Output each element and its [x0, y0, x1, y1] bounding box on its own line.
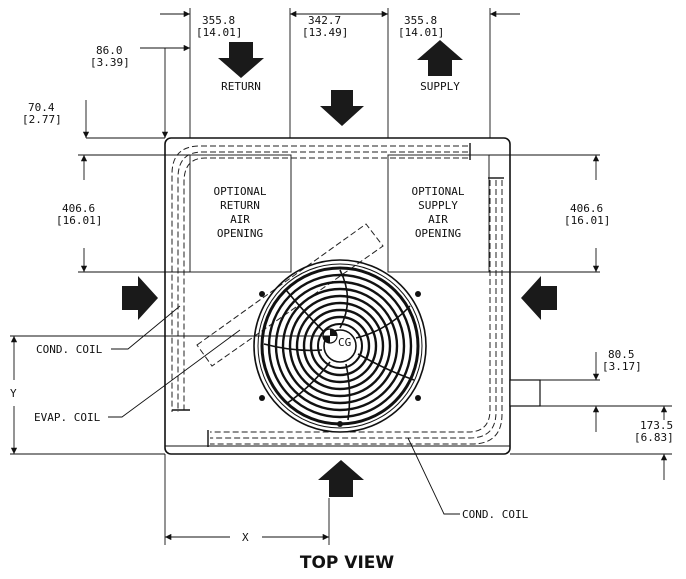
right-arrow: [521, 276, 557, 320]
coil-end-caps: [172, 143, 504, 447]
svg-text:OPENING: OPENING: [217, 227, 263, 240]
leader-lines: [108, 305, 460, 515]
svg-text:173.5: 173.5: [640, 419, 673, 432]
supply-label: SUPPLY: [420, 80, 460, 93]
svg-text:355.8: 355.8: [202, 14, 235, 27]
cond-coil-left-label: COND. COIL: [36, 343, 103, 356]
optional-openings: [189, 154, 490, 273]
dimension-text: 355.8 [14.01] 342.7 [13.49] 355.8 [14.01…: [22, 14, 674, 444]
cond-coil-bottom-label: COND. COIL: [462, 508, 529, 521]
svg-text:OPENING: OPENING: [415, 227, 461, 240]
axis-x-label: X: [242, 531, 249, 544]
return-label: RETURN: [221, 80, 261, 93]
axis-y-label: Y: [10, 387, 17, 400]
svg-text:[6.83]: [6.83]: [634, 431, 674, 444]
bottom-arrow: [318, 460, 364, 497]
svg-text:342.7: 342.7: [308, 14, 341, 27]
svg-text:[16.01]: [16.01]: [564, 214, 610, 227]
view-title: TOP VIEW: [300, 553, 395, 573]
svg-text:AIR: AIR: [428, 213, 448, 226]
return-arrow-top: [218, 42, 264, 78]
evaporator-coil: [196, 223, 384, 367]
svg-text:OPTIONAL: OPTIONAL: [214, 185, 267, 198]
svg-text:SUPPLY: SUPPLY: [418, 199, 458, 212]
svg-text:RETURN: RETURN: [220, 199, 260, 212]
supply-opening-label: OPTIONAL SUPPLY AIR OPENING: [412, 185, 465, 240]
svg-text:OPTIONAL: OPTIONAL: [412, 185, 465, 198]
return-opening-label: OPTIONAL RETURN AIR OPENING: [214, 185, 267, 240]
supply-arrow-top: [417, 40, 463, 76]
svg-text:[16.01]: [16.01]: [56, 214, 102, 227]
svg-text:[14.01]: [14.01]: [398, 26, 444, 39]
svg-text:80.5: 80.5: [608, 348, 635, 361]
center-arrow-top: [320, 90, 364, 126]
svg-text:355.8: 355.8: [404, 14, 437, 27]
condenser-coil: [171, 145, 503, 445]
svg-text:86.0: 86.0: [96, 44, 123, 57]
svg-text:[14.01]: [14.01]: [196, 26, 242, 39]
unit-cabinet: [164, 137, 511, 455]
svg-text:406.6: 406.6: [62, 202, 95, 215]
svg-text:[3.17]: [3.17]: [602, 360, 642, 373]
svg-text:CG: CG: [338, 336, 351, 349]
svg-text:[13.49]: [13.49]: [302, 26, 348, 39]
svg-text:AIR: AIR: [230, 213, 250, 226]
side-stub: [509, 379, 541, 407]
svg-text:[3.39]: [3.39]: [90, 56, 130, 69]
svg-text:[2.77]: [2.77]: [22, 113, 62, 126]
left-arrow: [122, 276, 158, 320]
condenser-fan: [253, 259, 427, 433]
svg-text:406.6: 406.6: [570, 202, 603, 215]
dimension-lines: [10, 8, 672, 545]
svg-text:70.4: 70.4: [28, 101, 55, 114]
evap-coil-label: EVAP. COIL: [34, 411, 101, 424]
